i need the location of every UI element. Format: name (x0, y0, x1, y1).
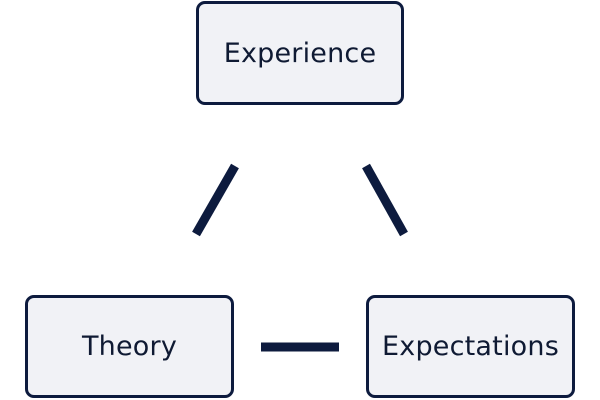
connector-experience-theory (192, 163, 239, 237)
node-theory-label: Theory (81, 331, 177, 362)
node-theory: Theory (25, 295, 234, 398)
connector-experience-expectations (362, 163, 408, 237)
node-expectations-label: Expectations (382, 331, 559, 362)
node-experience-label: Experience (223, 37, 377, 69)
node-expectations: Expectations (366, 295, 575, 398)
node-experience: Experience (196, 1, 404, 105)
